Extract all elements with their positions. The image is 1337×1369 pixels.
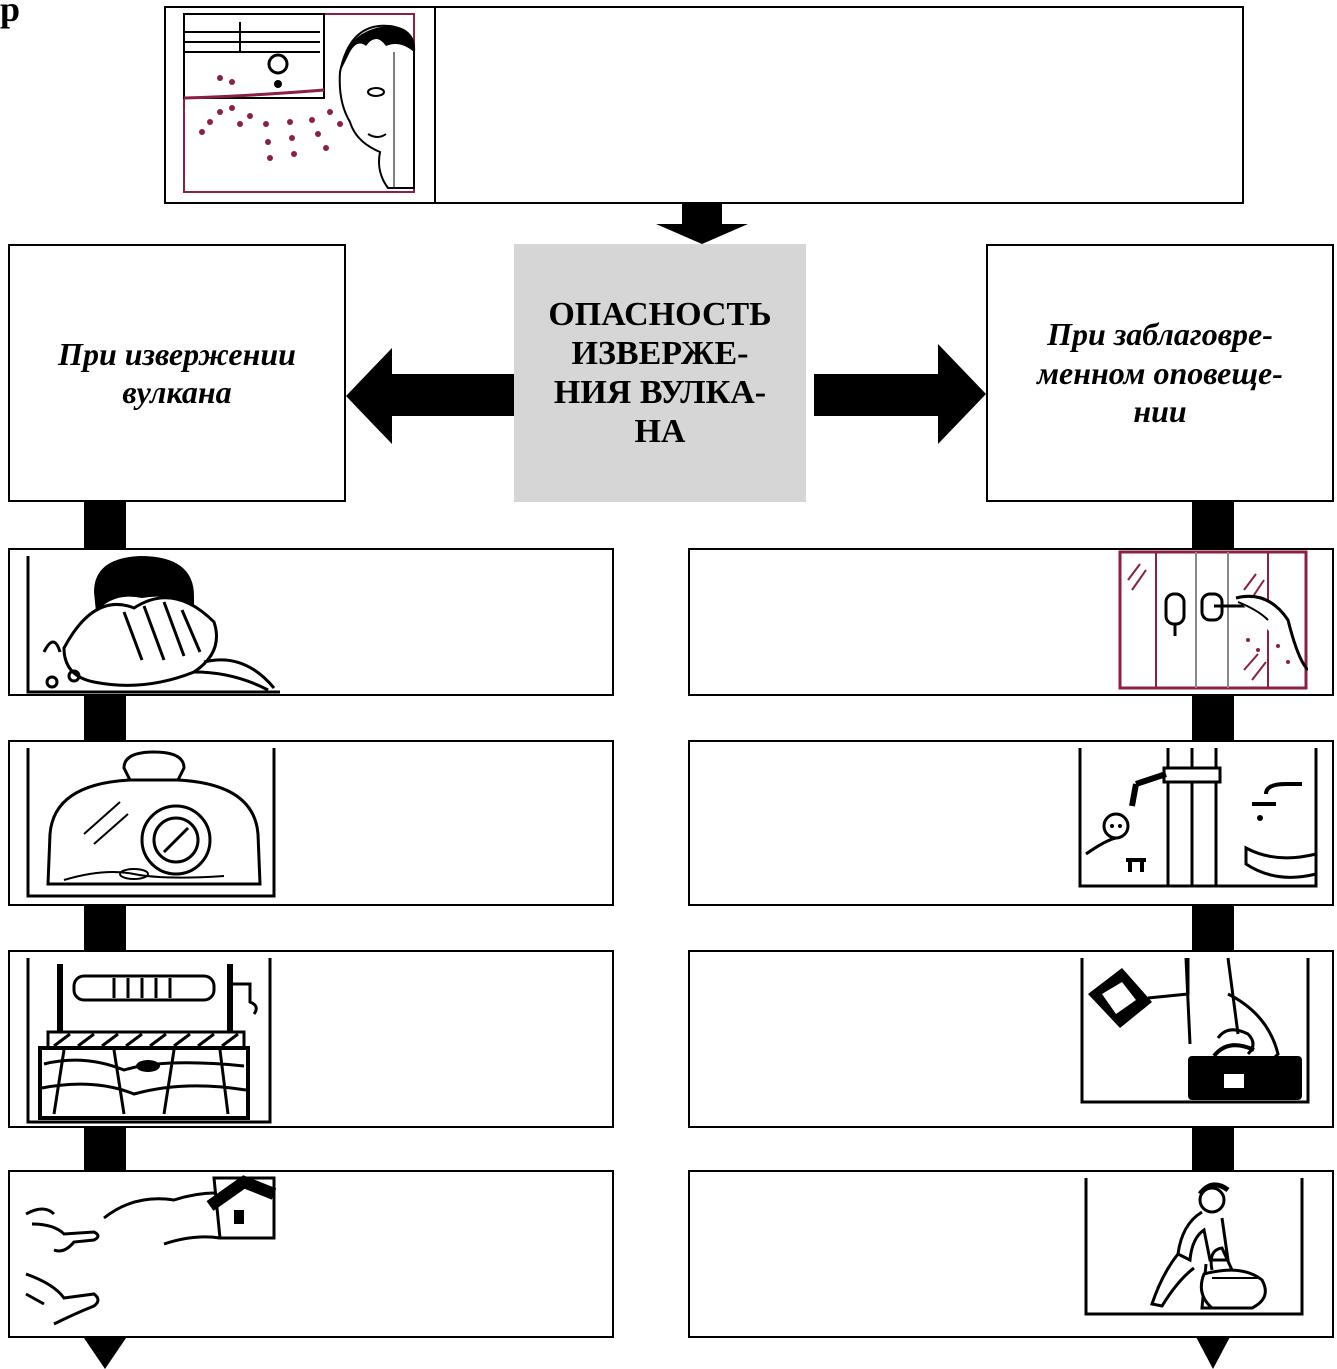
gas-warning-face-icon bbox=[180, 12, 418, 194]
left-arrow bbox=[346, 348, 514, 444]
center-line-1: ОПАСНОСТЬ bbox=[548, 295, 772, 333]
volcano-danger-title: ОПАСНОСТЬ ИЗВЕРЖЕ- НИЯ ВУЛКА- НА bbox=[548, 295, 771, 451]
cover-face-cloth-icon bbox=[24, 552, 282, 694]
left-connector-2 bbox=[84, 696, 126, 740]
eruption-label: При извержении вулкана bbox=[10, 246, 344, 500]
center-line-2: ИЗВЕРЖЕ- bbox=[571, 334, 749, 372]
warning-label-line-1: При заблаговре- bbox=[1047, 316, 1273, 353]
warning-box bbox=[986, 244, 1334, 502]
center-line-3: НИЯ ВУЛКА- bbox=[553, 374, 767, 411]
left-connector-4 bbox=[84, 1128, 126, 1170]
volcano-danger-box: ОПАСНОСТЬ ИЗВЕРЖЕ- НИЯ ВУЛКА- НА bbox=[514, 244, 806, 502]
close-window-icon bbox=[1118, 550, 1308, 690]
warning-label-line-3: нии bbox=[1133, 393, 1187, 430]
left-bottom-arrow bbox=[84, 1338, 126, 1369]
right-connector-1 bbox=[1192, 502, 1234, 548]
top-divider bbox=[434, 6, 436, 204]
covered-food-jar-icon bbox=[24, 744, 278, 900]
page-title-fragment: р bbox=[0, 0, 21, 29]
warning-label: При заблаговре- менном оповеще- нии bbox=[988, 246, 1332, 500]
left-connector-1 bbox=[84, 502, 126, 548]
right-connector-4 bbox=[1192, 1128, 1234, 1170]
left-connector-3 bbox=[84, 906, 126, 950]
right-connector-2 bbox=[1192, 696, 1234, 740]
wait-with-bag-icon bbox=[1082, 1174, 1308, 1318]
leave-house-icon bbox=[24, 1174, 278, 1334]
turn-off-utilities-icon bbox=[1076, 744, 1322, 890]
eruption-box bbox=[8, 244, 346, 502]
covered-well-icon bbox=[24, 954, 274, 1126]
down-arrow-top bbox=[656, 204, 748, 244]
take-documents-icon bbox=[1078, 954, 1314, 1106]
center-line-4: НА bbox=[634, 413, 686, 451]
right-arrow bbox=[814, 344, 986, 444]
eruption-label-line-1: При извержении bbox=[58, 335, 296, 372]
eruption-label-line-2: вулкана bbox=[122, 374, 232, 410]
warning-label-line-2: менном оповеще- bbox=[1037, 354, 1283, 391]
